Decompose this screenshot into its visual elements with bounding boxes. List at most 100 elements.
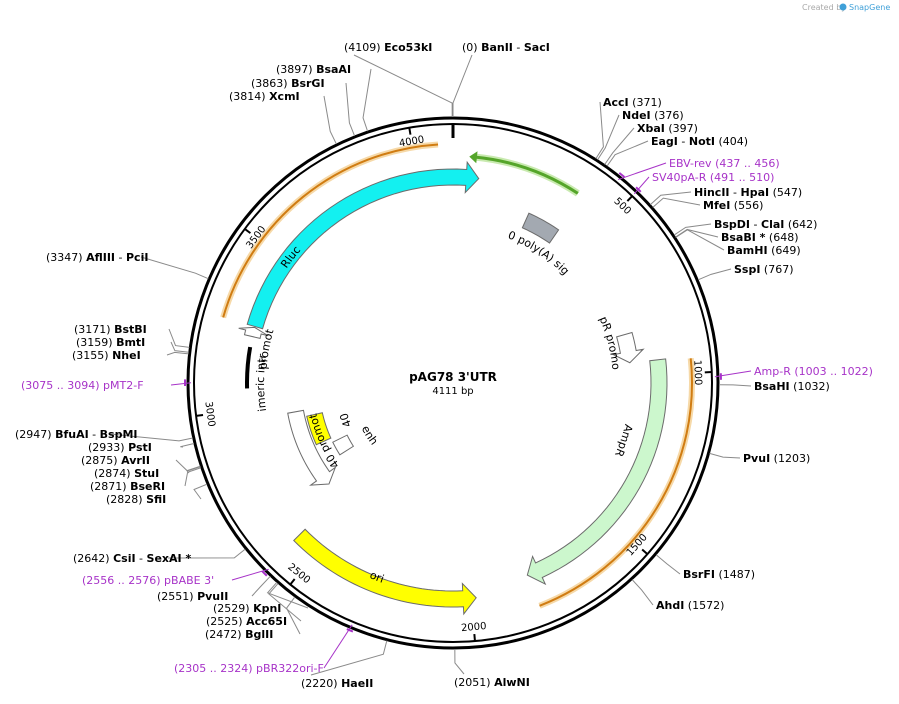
- site-label: (0) BanII - SacI: [462, 41, 550, 54]
- site-position: (2871): [90, 480, 130, 493]
- site-label: (3159) BmtI: [76, 336, 145, 349]
- site-position: (371): [629, 96, 662, 109]
- feature-ampr: [526, 358, 668, 586]
- site-label: BsaHI (1032): [754, 380, 830, 393]
- site-label: EagI - NotI (404): [651, 135, 748, 148]
- site-position: (0): [462, 41, 481, 54]
- feature-label: AmpR: [612, 423, 635, 459]
- feature-ampr-promoter: [611, 331, 645, 364]
- site-label: (2525) Acc65I: [206, 615, 287, 628]
- site-label: HincII - HpaI (547): [694, 186, 802, 199]
- site-label: BsrFI (1487): [683, 568, 755, 581]
- site-enzyme: BsaBI *: [721, 231, 766, 244]
- site-separator: -: [136, 552, 147, 565]
- site-enzyme: BglII: [245, 628, 273, 641]
- restriction-site: AhdI (1572): [656, 599, 724, 612]
- ring-tick: [473, 634, 476, 642]
- primer-label: (2305 .. 2324) pBR322ori-F: [174, 662, 324, 675]
- site-position: (404): [715, 135, 748, 148]
- restriction-site: (3159) BmtI: [76, 336, 145, 349]
- site-leader: [595, 101, 604, 159]
- green-utr-arc-halo: [475, 153, 580, 197]
- feature-shape: [332, 434, 355, 456]
- site-enzyme-2: SexAI *: [147, 552, 192, 565]
- restriction-site: BsaHI (1032): [754, 380, 830, 393]
- tick-label: 2000: [461, 621, 487, 634]
- site-leader: [251, 575, 271, 597]
- site-leader: [597, 114, 620, 160]
- site-position: (1572): [684, 599, 724, 612]
- site-leader: [310, 640, 388, 676]
- restriction-site: (2875) AvrII: [81, 454, 150, 467]
- site-enzyme: MfeI: [703, 199, 730, 212]
- primer-pmt2-f: (3075 .. 3094) pMT2-F: [21, 379, 192, 392]
- site-position: (2551): [157, 590, 197, 603]
- site-enzyme: BsrFI: [683, 568, 715, 581]
- site-leader: [184, 467, 202, 487]
- site-label: AccI (371): [603, 96, 662, 109]
- credit-brand: SnapGene: [849, 3, 890, 12]
- site-label: (2875) AvrII: [81, 454, 150, 467]
- site-label: PvuI (1203): [743, 452, 810, 465]
- site-label: (4109) Eco53kI: [344, 41, 432, 54]
- site-separator: -: [513, 41, 524, 54]
- site-position: (2220): [301, 677, 341, 690]
- restriction-site: (2871) BseRI: [90, 480, 165, 493]
- site-enzyme: BstBI: [114, 323, 147, 336]
- snapgene-logo-icon: [839, 3, 847, 11]
- site-leader: [285, 596, 301, 635]
- site-enzyme-2: HpaI: [740, 186, 769, 199]
- site-label: (2642) CsiI - SexAI *: [73, 552, 191, 565]
- site-enzyme: BamHI: [727, 244, 768, 257]
- site-leader: [604, 127, 635, 165]
- green-utr-arc-head: [469, 151, 478, 164]
- site-position: (3863): [251, 77, 291, 90]
- site-label: (3897) BsaAI: [276, 63, 351, 76]
- feature-label: ori: [368, 568, 386, 585]
- site-enzyme: BmtI: [116, 336, 145, 349]
- site-enzyme: NheI: [112, 349, 141, 362]
- leaders-layer: [109, 54, 752, 676]
- restriction-site: (2051) AlwNI: [454, 676, 530, 689]
- restriction-site: (3155) NheI: [72, 349, 141, 362]
- site-label: (2871) BseRI: [90, 480, 165, 493]
- site-label: (2551) PvuII: [157, 590, 228, 603]
- site-position: (2642): [73, 552, 113, 565]
- site-position: (649): [768, 244, 801, 257]
- primer-ebv-rev: EBV-rev (437 .. 456): [617, 157, 780, 181]
- primer-leader: [323, 624, 353, 669]
- feature-shape: [521, 212, 560, 244]
- feature-shape: [611, 331, 645, 364]
- restriction-site: (2642) CsiI - SexAI *: [73, 552, 191, 565]
- site-leader: [353, 54, 453, 118]
- site-enzyme: AvrII: [121, 454, 150, 467]
- site-leader: [180, 443, 195, 448]
- primer-label: Amp-R (1003 .. 1022): [754, 365, 873, 378]
- labels-layer: (4109) Eco53kI (0) BanII - SacI (3897) Bsa…: [15, 41, 873, 690]
- site-position: (1032): [790, 380, 830, 393]
- restriction-site: MfeI (556): [703, 199, 763, 212]
- site-label: (3347) AflIII - PciI: [46, 251, 148, 264]
- site-position: (2933): [88, 441, 128, 454]
- feature-sv40-promoter: [287, 409, 337, 486]
- tick-label: 3000: [202, 401, 216, 428]
- site-leader: [709, 452, 741, 459]
- restriction-site: BsaBI * (648): [721, 231, 799, 244]
- restriction-site: BsrFI (1487): [683, 568, 755, 581]
- site-leader: [718, 384, 752, 387]
- site-enzyme: HincII: [694, 186, 730, 199]
- restriction-site: (2828) SfiI: [106, 493, 166, 506]
- feature-shape: [526, 358, 668, 586]
- site-enzyme: XcmI: [269, 90, 300, 103]
- restriction-site: (2525) Acc65I: [206, 615, 287, 628]
- site-enzyme: BsrGI: [291, 77, 324, 90]
- feature-label: T7 promoter: [0, 0, 277, 373]
- site-leader: [168, 328, 190, 348]
- site-enzyme-2: BspMI: [100, 428, 138, 441]
- feature-t7-promoter: [238, 326, 269, 339]
- site-enzyme: BanII: [481, 41, 513, 54]
- feature-shape: [246, 160, 480, 330]
- green-utr-arc: [475, 155, 579, 195]
- site-enzyme-2: PciI: [126, 251, 148, 264]
